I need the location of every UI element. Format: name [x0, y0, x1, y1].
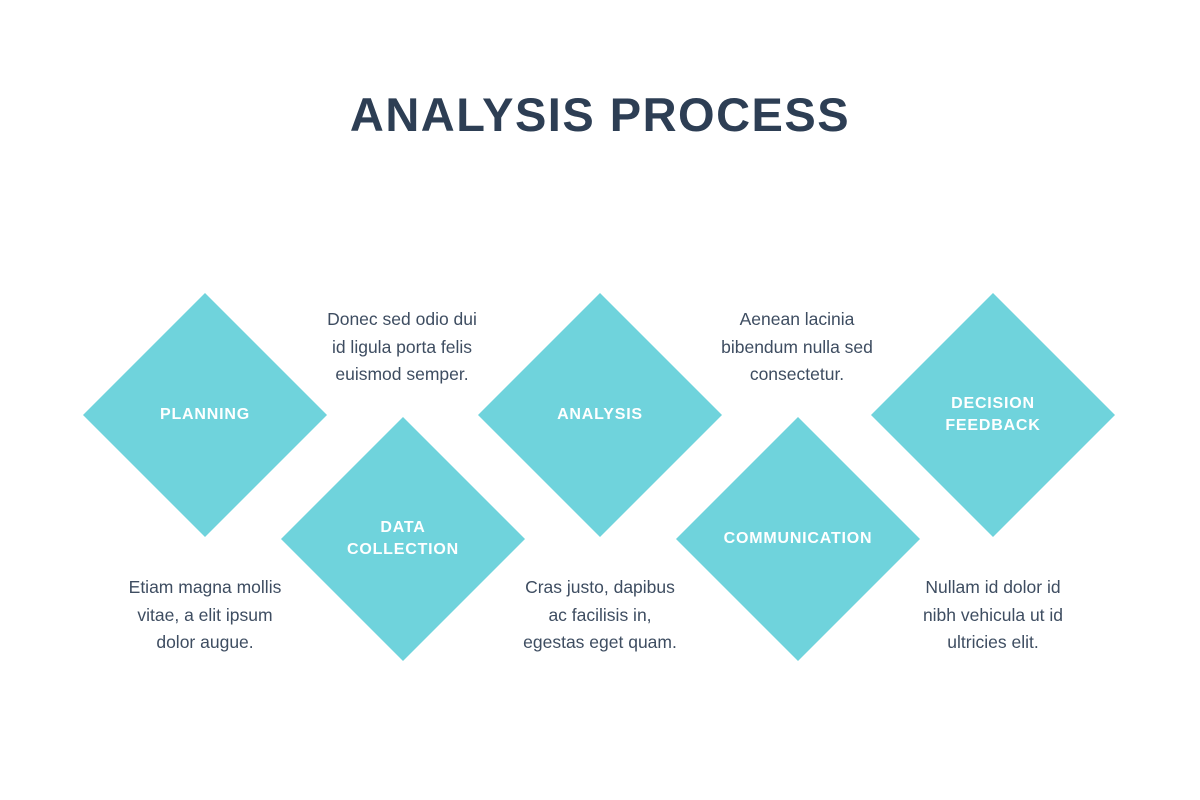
diamond-communication-label: COMMUNICATION	[723, 530, 873, 547]
description-planning: Etiam magna mollis vitae, a elit ipsum d…	[128, 577, 282, 652]
diamond-analysis-label: ANALYSIS	[557, 406, 643, 423]
description-decision-feedback: Nullam id dolor id nibh vehicula ut id u…	[922, 577, 1064, 652]
description-analysis: Cras justo, dapibus ac facilisis in, ege…	[523, 577, 677, 652]
diamond-planning-label: PLANNING	[160, 406, 250, 423]
diamond-decision-feedback-label: DECISION FEEDBACK	[945, 395, 1041, 434]
diamond-data-collection-label: DATA COLLECTION	[347, 519, 459, 558]
page-title: ANALYSIS PROCESS	[349, 88, 851, 141]
description-communication: Aenean lacinia bibendum nulla sed consec…	[721, 309, 873, 384]
description-data-collection: Donec sed odio dui id ligula porta felis…	[327, 309, 477, 384]
